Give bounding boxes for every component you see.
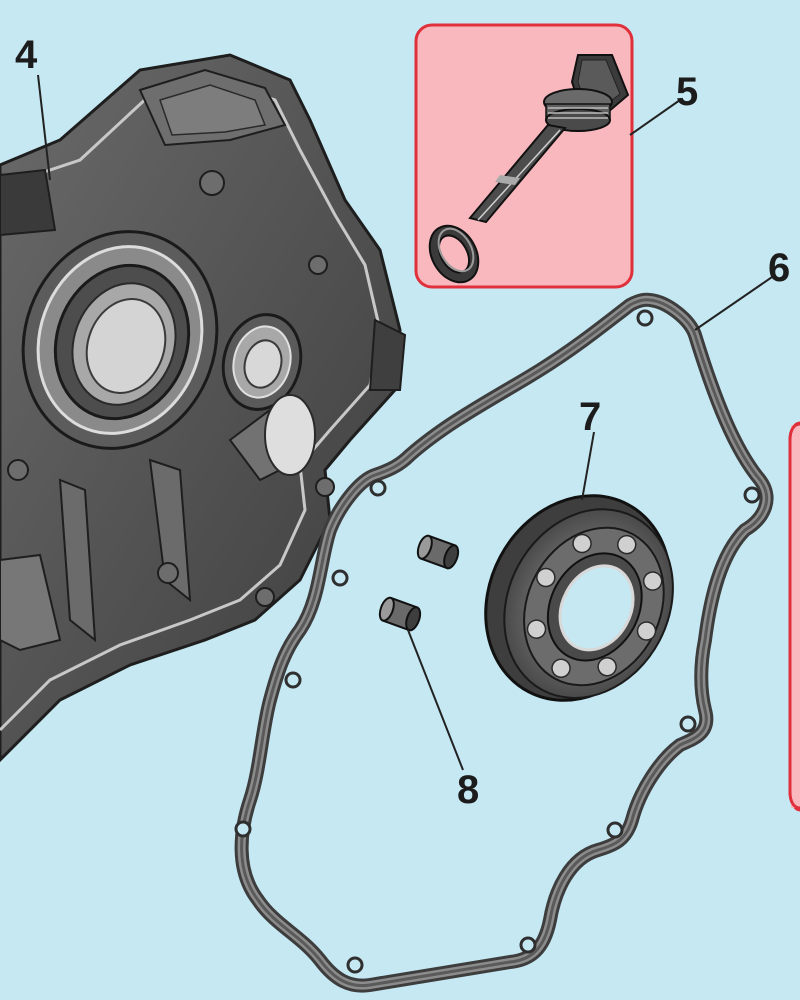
leader-line-8 [407, 629, 464, 771]
leader-line-4 [37, 74, 51, 181]
gasket-part [234, 292, 774, 993]
callout-5: 5 [676, 70, 699, 114]
dipstick-part [428, 54, 630, 284]
leader-line-7 [581, 431, 595, 501]
crankcase-part [0, 53, 407, 763]
bearing-part [484, 494, 674, 702]
leader-lines [37, 74, 776, 771]
callout-7: 7 [579, 395, 602, 439]
leader-line-5 [629, 99, 681, 136]
callout-4: 4 [15, 33, 38, 77]
dowel-pins-part [378, 534, 460, 632]
callout-8: 8 [457, 768, 480, 812]
callout-6: 6 [768, 246, 791, 290]
leader-line-6 [694, 274, 776, 331]
